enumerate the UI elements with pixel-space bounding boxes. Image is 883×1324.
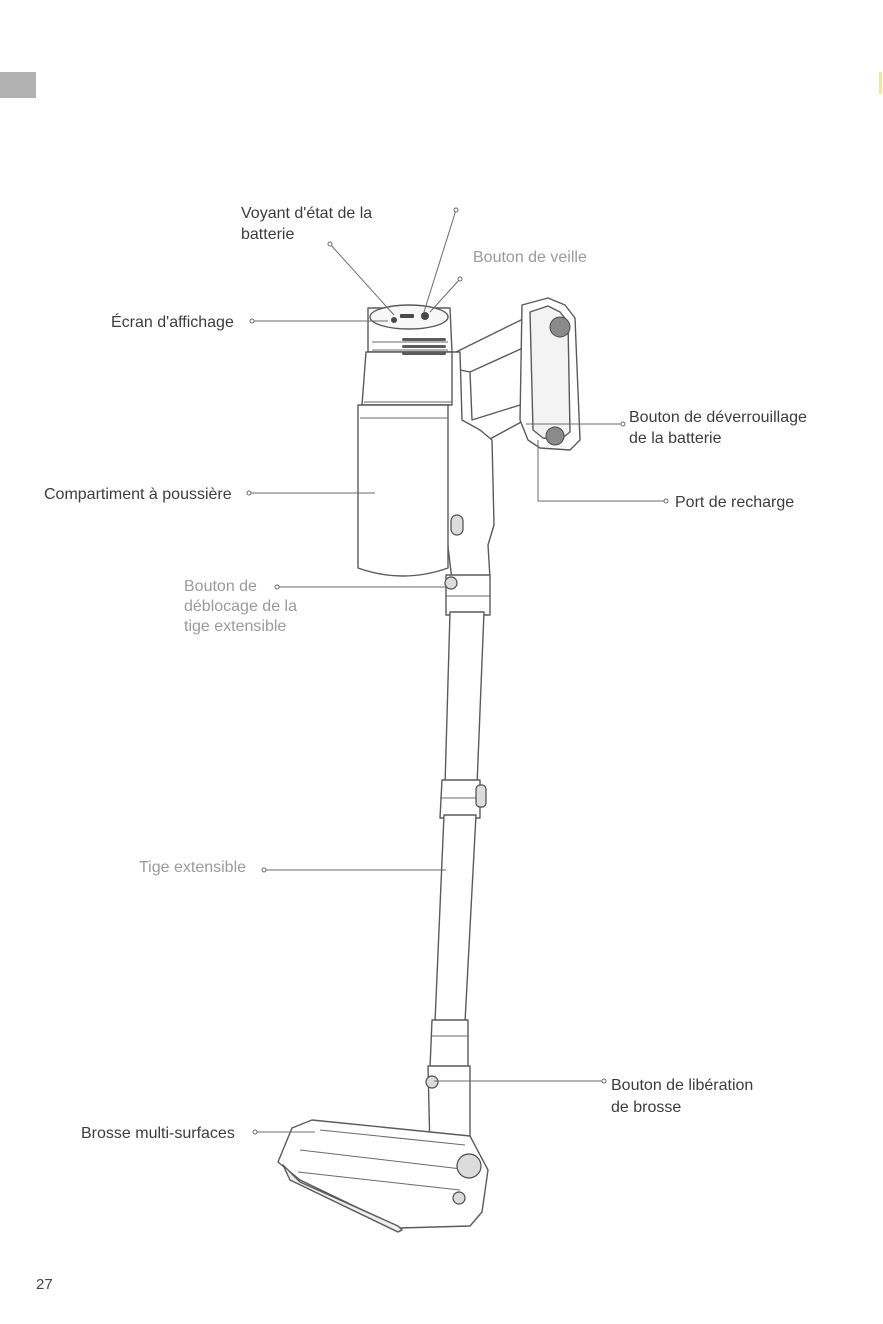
label-multi-surface-brush: Brosse multi-surfaces bbox=[81, 1123, 235, 1144]
label-tube-release-line3: tige extensible bbox=[184, 616, 286, 637]
brush-wheel bbox=[457, 1154, 481, 1178]
label-battery-status-line2: batterie bbox=[241, 224, 294, 245]
dust-bin-body bbox=[358, 405, 448, 576]
label-dust-bin: Compartiment à poussière bbox=[44, 484, 232, 505]
label-battery-unlock-line1: Bouton de déverrouillage bbox=[629, 407, 807, 428]
label-brush-release-line1: Bouton de libération bbox=[611, 1075, 753, 1096]
upper-tube bbox=[445, 612, 484, 785]
label-standby-button: Bouton de veille bbox=[473, 247, 587, 268]
brush-neck bbox=[430, 1020, 468, 1068]
page-number: 27 bbox=[36, 1276, 53, 1293]
battery-cap-top bbox=[550, 317, 570, 337]
label-brush-release-line2: de brosse bbox=[611, 1097, 681, 1118]
lower-tube bbox=[435, 815, 476, 1022]
label-display-screen: Écran d'affichage bbox=[111, 312, 234, 333]
label-battery-status-line1: Voyant d'état de la bbox=[241, 203, 372, 224]
power-trigger bbox=[451, 515, 463, 535]
tube-coupling bbox=[440, 780, 480, 818]
battery-cap-bottom bbox=[546, 427, 564, 445]
brush-release-knob bbox=[426, 1076, 438, 1088]
tube-release-knob bbox=[445, 577, 457, 589]
label-extension-tube: Tige extensible bbox=[139, 857, 246, 878]
coupling-latch bbox=[476, 785, 486, 807]
motor-housing bbox=[362, 352, 452, 405]
label-battery-unlock-line2: de la batterie bbox=[629, 428, 722, 449]
brush-hub bbox=[453, 1192, 465, 1204]
label-tube-release-line1: Bouton de bbox=[184, 576, 257, 597]
label-charging-port: Port de recharge bbox=[675, 492, 794, 513]
label-tube-release-line2: déblocage de la bbox=[184, 596, 297, 617]
